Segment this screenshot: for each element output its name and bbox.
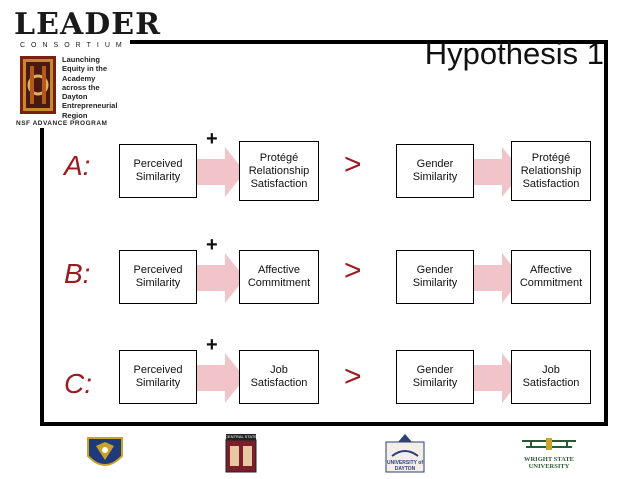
row-c-arrow-2	[474, 353, 522, 403]
row-c-gender-similarity-box: Gender Similarity	[396, 350, 474, 404]
wright-state-plane-icon	[522, 438, 576, 450]
dayton-logo-icon	[385, 434, 425, 473]
tagline-line: across the	[62, 82, 100, 92]
row-c-label: C:	[64, 368, 92, 399]
row-b-plus: +	[206, 234, 218, 256]
frame-top	[130, 40, 608, 44]
row-c-perceived-similarity-box: Perceived Similarity	[119, 350, 197, 404]
row-b-gender-similarity-box: Gender Similarity	[396, 250, 474, 304]
row-b-perceived-similarity-box: Perceived Similarity	[119, 250, 197, 304]
row-a-greater-than: >	[344, 148, 362, 181]
row-a-label: A:	[64, 150, 91, 181]
tagline-line: Region	[62, 110, 88, 120]
wright-state-text: WRIGHT STATE UNIVERSITY	[523, 456, 575, 470]
tagline-line: Launching	[62, 55, 100, 64]
leader-program: NSF ADVANCE PROGRAM	[16, 120, 108, 127]
row-c-arrow-1	[197, 353, 245, 403]
leader-logo-word: LEADER	[14, 7, 162, 42]
frame-right	[604, 40, 608, 426]
row-b-greater-than: >	[344, 254, 362, 287]
row-b-arrow-1	[197, 253, 245, 303]
row-a-outcome-box: Protégé Relationship Satisfaction	[239, 141, 319, 201]
tagline-line: Dayton	[62, 92, 88, 102]
row-a-arrow-2	[474, 147, 522, 197]
row-a-plus: +	[206, 128, 218, 150]
row-a-arrow-1	[197, 147, 245, 197]
slide-title: Hypothesis 1	[424, 36, 604, 71]
row-b-outcome-box: Affective Commitment	[239, 250, 319, 304]
air-force-crest-icon	[87, 437, 123, 466]
frame-bottom	[40, 422, 608, 426]
leader-logo-sub: CONSORTIUM	[20, 42, 128, 49]
row-a-gender-similarity-box: Gender Similarity	[396, 144, 474, 198]
row-c-outcome-box-2: Job Satisfaction	[511, 350, 591, 404]
row-c-plus: +	[206, 334, 218, 356]
tagline-line: Entrepreneurial	[62, 101, 118, 111]
row-b-label: B:	[64, 258, 91, 289]
tagline-line: Equity in the	[62, 64, 107, 74]
central-state-text: CENTRAL STATE	[225, 434, 257, 439]
row-c-greater-than: >	[344, 360, 362, 393]
tagline-line: Academy	[62, 73, 96, 83]
row-b-arrow-2	[474, 253, 522, 303]
central-state-logo-icon	[225, 434, 257, 473]
row-a-outcome-box-2: Protégé Relationship Satisfaction	[511, 141, 591, 201]
row-c-outcome-box: Job Satisfaction	[239, 350, 319, 404]
row-a-perceived-similarity-box: Perceived Similarity	[119, 144, 197, 198]
leader-tagline: Launching Equity in the Academy across t…	[62, 55, 130, 120]
leader-emblem-icon	[20, 56, 56, 114]
frame-left	[40, 128, 44, 426]
row-b-outcome-box-2: Affective Commitment	[511, 250, 591, 304]
dayton-text: UNIVERSITY of DAYTON	[386, 460, 424, 472]
